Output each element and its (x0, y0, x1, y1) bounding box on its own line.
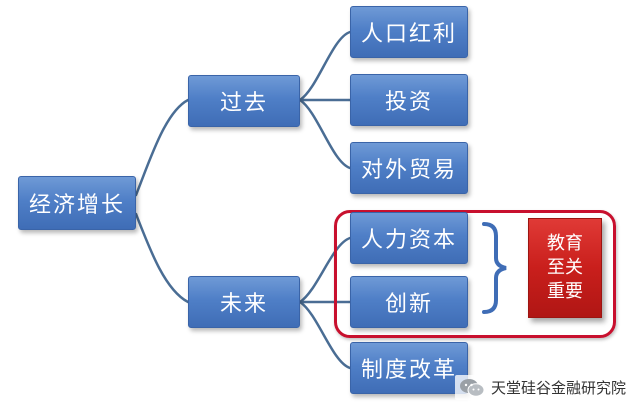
connector-root-future (134, 212, 190, 304)
future-child-institutional-reform: 制度改革 (350, 342, 468, 394)
wechat-icon (459, 378, 485, 397)
note-line-3: 重要 (547, 281, 583, 302)
connector-root-past (134, 98, 190, 197)
future-child-innovation: 创新 (350, 276, 468, 328)
education-note: 教育 至关 重要 (528, 218, 602, 318)
past-child-investment: 投资 (350, 74, 468, 126)
connector-past-child-3 (298, 98, 352, 170)
source-watermark: 天堂硅谷金融研究院 (454, 375, 630, 400)
past-child-demographic-dividend: 人口红利 (350, 6, 468, 58)
connector-future-child-3 (298, 300, 352, 370)
root-node: 经济增长 (18, 176, 136, 230)
connector-past-child-1 (298, 30, 352, 102)
note-line-2: 至关 (547, 257, 583, 278)
connector-future-child-1 (298, 236, 352, 304)
future-node: 未来 (188, 276, 300, 328)
future-child-human-capital: 人力资本 (350, 212, 468, 264)
past-child-foreign-trade: 对外贸易 (350, 142, 468, 194)
bracket-shape (482, 222, 507, 314)
past-node: 过去 (188, 75, 300, 127)
watermark-text: 天堂硅谷金融研究院 (490, 379, 626, 397)
future-highlight-frame (334, 210, 616, 338)
note-line-1: 教育 (547, 233, 583, 254)
